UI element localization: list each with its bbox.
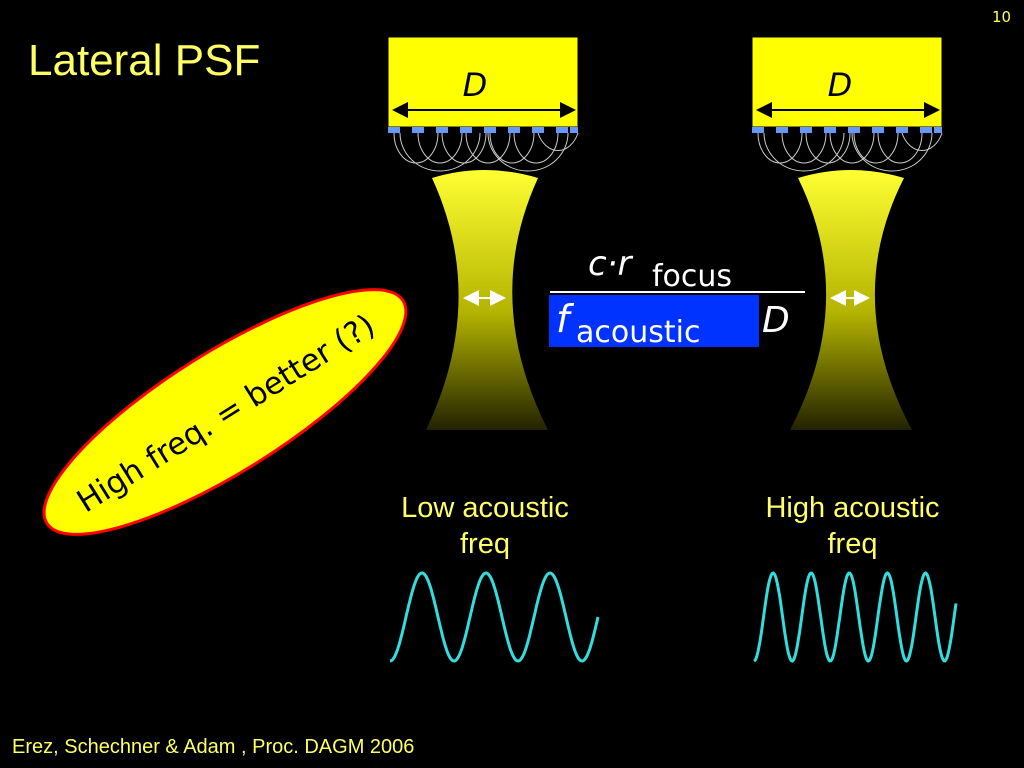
beam-shape bbox=[426, 170, 548, 430]
caption-low-frequency: Low acoustic freq bbox=[380, 490, 590, 562]
beam-shape bbox=[790, 170, 912, 430]
transducer-elements bbox=[388, 127, 578, 133]
formula-trailing: D bbox=[762, 300, 790, 341]
formula-denominator-sub: acoustic bbox=[576, 315, 700, 350]
wavelets bbox=[758, 133, 942, 171]
aperture-label: D bbox=[463, 66, 488, 104]
aperture-label: D bbox=[828, 66, 853, 104]
transducer-elements bbox=[752, 127, 942, 133]
formula-numerator-sub: focus bbox=[652, 259, 732, 294]
wavelets bbox=[394, 133, 578, 171]
caption-high-frequency: High acoustic freq bbox=[745, 490, 960, 562]
formula-numerator: c·r bbox=[588, 244, 634, 284]
psf-formula: c·r focus f acoustic D bbox=[549, 244, 805, 350]
low-frequency-wave bbox=[390, 573, 598, 661]
transducer-high: D bbox=[752, 37, 942, 430]
citation: Erez, Schechner & Adam , Proc. DAGM 2006 bbox=[12, 736, 414, 759]
high-frequency-wave bbox=[754, 573, 956, 661]
callout: High freq. = better (?) bbox=[15, 250, 435, 574]
transducer-low: D bbox=[388, 37, 578, 430]
